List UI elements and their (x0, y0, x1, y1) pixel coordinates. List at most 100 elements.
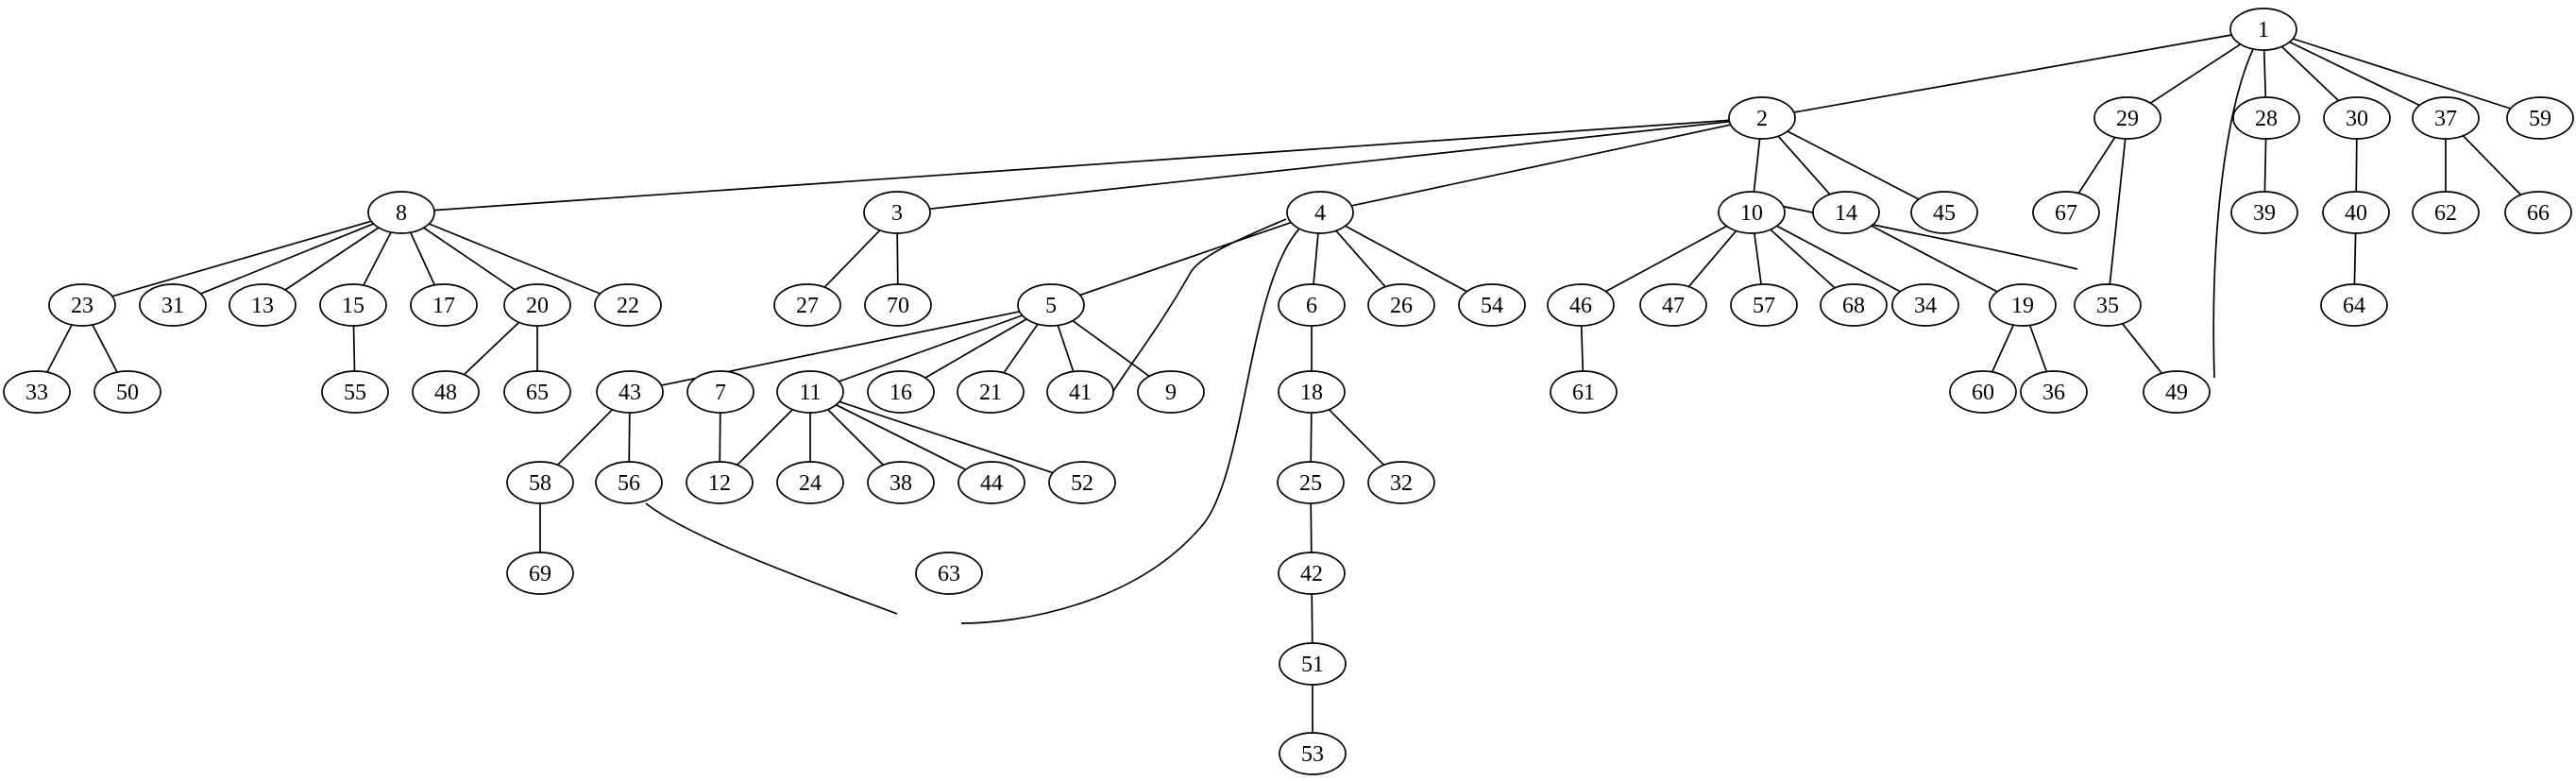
node-45: 45 (1910, 191, 1978, 234)
edge-8-17 (409, 231, 436, 286)
node-36: 36 (2020, 370, 2088, 414)
node-ellipse (2093, 96, 2161, 140)
node-ellipse (1718, 191, 1786, 234)
edge-1-2 (1793, 34, 2232, 113)
node-ellipse (410, 283, 478, 327)
edge-4-5 (1079, 221, 1292, 297)
edge-23-33 (46, 324, 73, 373)
node-ellipse (2504, 191, 2572, 234)
node-ellipse (1547, 283, 1615, 327)
node-37: 37 (2412, 96, 2480, 140)
node-ellipse (915, 552, 983, 595)
node-57: 57 (1730, 283, 1798, 327)
edge-5-21 (1003, 323, 1039, 374)
edge-4-26 (1335, 229, 1386, 288)
node-label: 54 (1481, 294, 1503, 318)
node-41: 41 (1046, 370, 1114, 414)
node-24: 24 (776, 461, 844, 504)
node-53: 53 (1279, 732, 1347, 775)
node-ellipse (3, 370, 71, 414)
node-47: 47 (1639, 283, 1707, 327)
edge-19-60 (1991, 324, 2015, 373)
edge-10-57 (1754, 232, 1762, 285)
edge-46-61 (1580, 325, 1585, 372)
node-63: 63 (915, 552, 983, 595)
node-label: 11 (799, 381, 821, 405)
node-35: 35 (2074, 283, 2142, 327)
node-label: 18 (1300, 381, 1323, 405)
node-label: 8 (396, 201, 407, 226)
node-label: 50 (116, 381, 139, 405)
edge-29-35 (2109, 138, 2127, 285)
node-ellipse (1820, 283, 1888, 327)
node-61: 61 (1550, 370, 1618, 414)
node-19: 19 (1989, 283, 2057, 327)
node-label: 25 (1299, 471, 1322, 496)
node-ellipse (867, 461, 935, 504)
node-label: 43 (619, 381, 641, 405)
node-ellipse (319, 283, 387, 327)
node-ellipse (2323, 96, 2391, 140)
edge-11-52 (839, 400, 1054, 474)
edge-2-3 (929, 120, 1730, 211)
edge-5-41 (1057, 325, 1075, 372)
node-ellipse (596, 370, 664, 414)
node-49: 49 (2143, 370, 2211, 414)
node-label: 42 (1300, 562, 1323, 586)
node-label: 9 (1165, 381, 1177, 405)
node-ellipse (1286, 191, 1354, 234)
node-52: 52 (1048, 461, 1116, 504)
node-label: 7 (715, 381, 726, 405)
node-ellipse (412, 370, 480, 414)
node-ellipse (867, 370, 935, 414)
node-label: 45 (1933, 201, 1956, 226)
edge-4-63 (960, 226, 1302, 624)
node-label: 23 (71, 294, 93, 318)
node-label: 63 (938, 562, 960, 586)
node-32: 32 (1367, 461, 1435, 504)
node-label: 24 (799, 471, 822, 496)
node-label: 38 (890, 471, 912, 496)
edge-42-51 (1311, 593, 1313, 644)
node-label: 28 (2255, 107, 2278, 131)
node-label: 31 (161, 294, 184, 318)
node-27: 27 (773, 283, 841, 327)
node-ellipse (1367, 283, 1435, 327)
node-62: 62 (2412, 191, 2480, 234)
node-label: 36 (2042, 381, 2065, 405)
node-label: 59 (2529, 107, 2551, 131)
node-label: 52 (1071, 471, 1093, 496)
node-16: 16 (867, 370, 935, 414)
edge-25-42 (1310, 502, 1313, 553)
edge-8-13 (284, 227, 380, 291)
node-label: 30 (2346, 107, 2368, 131)
node-ellipse (1277, 461, 1345, 504)
node-ellipse (2232, 96, 2300, 140)
node-ellipse (321, 370, 389, 414)
node-40: 40 (2322, 191, 2390, 234)
edge-8-22 (429, 223, 601, 295)
node-ellipse (139, 283, 207, 327)
node-label: 27 (796, 294, 819, 318)
node-ellipse (2230, 191, 2298, 234)
node-label: 48 (434, 381, 457, 405)
edge-10-35 (1780, 205, 2078, 270)
edge-8-31 (200, 223, 374, 295)
edge-30-40 (2355, 138, 2358, 193)
edge-14-19 (1871, 225, 1998, 293)
node-ellipse (2143, 370, 2211, 414)
node-13: 13 (229, 283, 297, 327)
node-ellipse (1730, 283, 1798, 327)
edge-10-46 (1605, 225, 1727, 293)
node-ellipse (2032, 191, 2100, 234)
edge-11-12 (736, 408, 794, 467)
node-ellipse (1910, 191, 1978, 234)
node-label: 61 (1572, 381, 1595, 405)
edge-8-15 (363, 231, 392, 286)
node-56: 56 (595, 461, 663, 504)
edge-35-49 (2121, 323, 2163, 374)
node-ellipse (1278, 552, 1346, 595)
edge-10-34 (1776, 225, 1901, 293)
node-ellipse (1949, 370, 2017, 414)
